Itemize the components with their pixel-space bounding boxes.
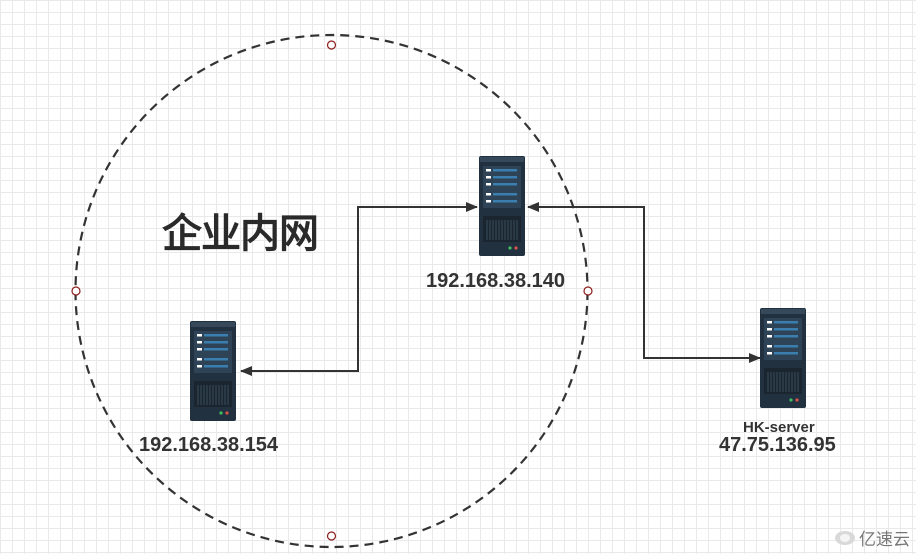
watermark-text: 亿速云 (859, 530, 910, 550)
handle-right[interactable] (583, 286, 593, 296)
handle-top[interactable] (326, 40, 337, 50)
zone-title: 企业内网 (162, 211, 319, 257)
hk-server-ip-label: 47.75.136.95 (719, 434, 836, 456)
node-140-ip-label: 192.168.38.140 (426, 270, 566, 292)
node-154-ip-label: 192.168.38.154 (139, 434, 279, 456)
handle-left[interactable] (71, 286, 81, 296)
server-icon-154[interactable] (189, 320, 237, 422)
server-icon-hk[interactable] (759, 307, 807, 409)
handle-bottom[interactable] (326, 531, 337, 541)
yisu-logo-icon (835, 530, 855, 545)
server-icon-140[interactable] (478, 155, 526, 257)
watermark: 亿速云 (835, 525, 910, 550)
connector-154-140[interactable] (240, 202, 478, 376)
connector-140-hk[interactable] (527, 202, 761, 363)
hk-server-name-label: HK-server (743, 419, 815, 436)
